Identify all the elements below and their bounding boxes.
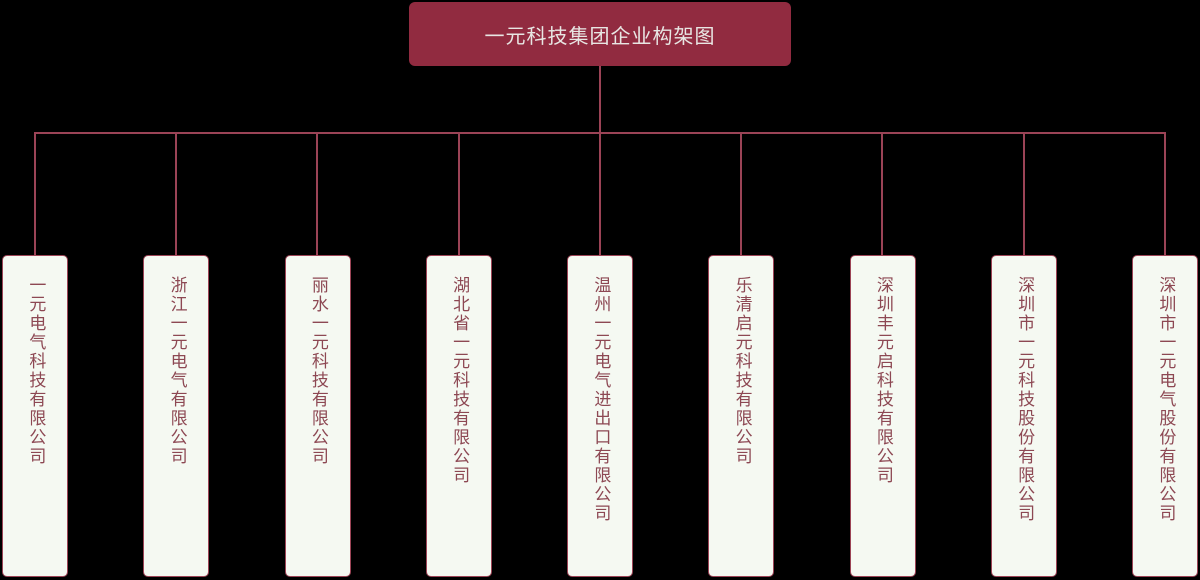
connector-horizontal xyxy=(34,132,1166,134)
connector-drop xyxy=(1164,134,1166,255)
connector-drop xyxy=(458,134,460,255)
org-node: 湖北省一元科技有限公司 xyxy=(425,255,492,577)
org-node: 浙江一元电气有限公司 xyxy=(143,255,210,577)
org-node: 温州一元电气进出口有限公司 xyxy=(567,255,633,577)
org-node-label: 深圳市一元科技股份有限公司 xyxy=(1015,276,1035,523)
connector-stem xyxy=(599,66,601,133)
org-chart-title: 一元科技集团企业构架图 xyxy=(484,25,716,48)
org-node-label: 一元电气科技有限公司 xyxy=(26,276,46,466)
connector-drop xyxy=(1023,134,1025,255)
connector-drop xyxy=(34,134,36,255)
connector-drop xyxy=(740,134,742,255)
connector-drop xyxy=(599,134,601,255)
connector-drop xyxy=(881,134,883,255)
root-node: 一元科技集团企业构架图 xyxy=(409,2,791,66)
connector-drop xyxy=(175,134,177,255)
org-node: 深圳市一元电气股份有限公司 xyxy=(1132,255,1198,577)
org-node-label: 乐清启元科技有限公司 xyxy=(732,276,752,466)
org-node-label: 湖北省一元科技有限公司 xyxy=(450,276,470,485)
subsidiary-row: 一元电气科技有限公司 浙江一元电气有限公司 丽水一元科技有限公司 湖北省一元科技… xyxy=(2,255,1198,577)
org-node-label: 浙江一元电气有限公司 xyxy=(167,276,187,466)
org-node-label: 深圳市一元电气股份有限公司 xyxy=(1156,276,1176,523)
org-node-label: 丽水一元科技有限公司 xyxy=(308,276,328,466)
org-node-label: 温州一元电气进出口有限公司 xyxy=(591,276,611,523)
org-node-label: 深圳丰元启科技有限公司 xyxy=(873,276,893,485)
org-node: 深圳丰元启科技有限公司 xyxy=(849,255,916,577)
org-node: 乐清启元科技有限公司 xyxy=(708,255,775,577)
org-node: 一元电气科技有限公司 xyxy=(2,255,68,577)
org-node: 丽水一元科技有限公司 xyxy=(284,255,351,577)
connector-drop xyxy=(316,134,318,255)
org-node: 深圳市一元科技股份有限公司 xyxy=(990,255,1057,577)
